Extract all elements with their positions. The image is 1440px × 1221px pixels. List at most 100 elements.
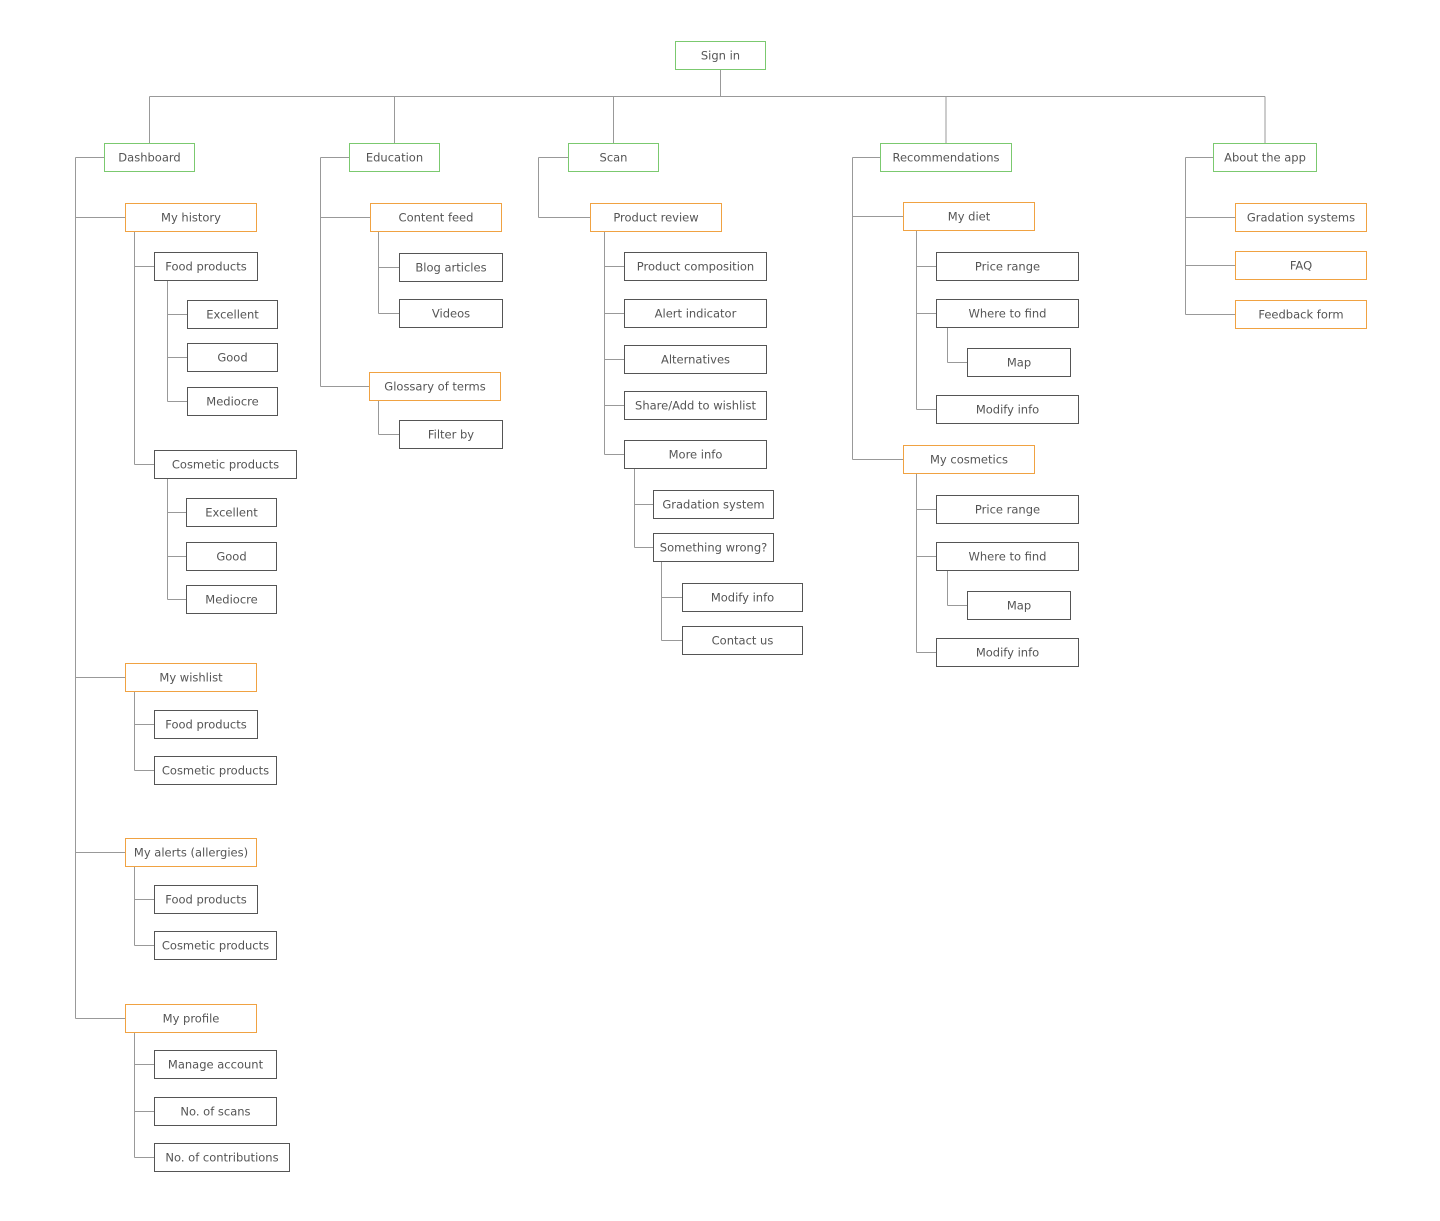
node-label: Content feed [399, 211, 474, 225]
node-feedback-form: Feedback form [1235, 300, 1367, 329]
node-cosmetic-products: Cosmetic products [154, 931, 277, 960]
node-box [682, 583, 803, 612]
node-videos: Videos [399, 299, 503, 328]
node-label: Cosmetic products [172, 458, 279, 472]
node-label: Excellent [205, 506, 258, 520]
node-label: FAQ [1290, 259, 1312, 273]
node-faq: FAQ [1235, 251, 1367, 280]
node-education: Education [349, 143, 440, 172]
node-product-composition: Product composition [624, 252, 767, 281]
node-good: Good [186, 542, 277, 571]
node-about-the-app: About the app [1213, 143, 1317, 172]
node-manage-account: Manage account [154, 1050, 277, 1079]
node-label: Food products [165, 260, 246, 274]
node-box [349, 143, 440, 172]
node-box [399, 420, 503, 449]
node-box [1235, 203, 1367, 232]
node-box [186, 542, 277, 571]
node-no-of-contributions: No. of contributions [154, 1143, 290, 1172]
node-my-diet: My diet [903, 202, 1035, 231]
node-label: Scan [600, 151, 628, 165]
node-label: Manage account [168, 1058, 264, 1072]
node-label: Price range [975, 260, 1040, 274]
node-box [186, 498, 277, 527]
node-box [125, 1004, 257, 1033]
node-box [154, 756, 277, 785]
node-my-wishlist: My wishlist [125, 663, 257, 692]
node-cosmetic-products: Cosmetic products [154, 450, 297, 479]
node-box [653, 533, 774, 562]
node-gradation-system: Gradation system [653, 490, 774, 519]
node-label: More info [669, 448, 723, 462]
node-label: Something wrong? [660, 541, 767, 555]
node-box [187, 387, 278, 416]
node-box [880, 143, 1012, 172]
node-my-cosmetics: My cosmetics [903, 445, 1035, 474]
node-food-products: Food products [154, 252, 258, 281]
node-scan: Scan [568, 143, 659, 172]
node-label: Cosmetic products [162, 939, 269, 953]
node-alternatives: Alternatives [624, 345, 767, 374]
node-label: Food products [165, 893, 246, 907]
node-good: Good [187, 343, 278, 372]
node-box [936, 638, 1079, 667]
node-box [399, 299, 503, 328]
node-box [154, 1097, 277, 1126]
node-modify-info: Modify info [682, 583, 803, 612]
node-label: Modify info [976, 646, 1039, 660]
node-box [624, 440, 767, 469]
node-box [1235, 300, 1367, 329]
node-label: Cosmetic products [162, 764, 269, 778]
node-mediocre: Mediocre [186, 585, 277, 614]
node-box [653, 490, 774, 519]
node-label: Where to find [969, 307, 1047, 321]
node-box [186, 585, 277, 614]
node-box [903, 202, 1035, 231]
node-glossary-of-terms: Glossary of terms [369, 372, 501, 401]
node-label: My diet [948, 210, 991, 224]
node-box [154, 885, 258, 914]
node-label: Mediocre [206, 395, 258, 409]
node-box [967, 591, 1071, 620]
node-box [187, 343, 278, 372]
node-filter-by: Filter by [399, 420, 503, 449]
node-box [125, 838, 257, 867]
node-box [154, 710, 258, 739]
node-recommendations: Recommendations [880, 143, 1012, 172]
node-my-alerts-allergies: My alerts (allergies) [125, 838, 257, 867]
node-gradation-systems: Gradation systems [1235, 203, 1367, 232]
node-box [590, 203, 722, 232]
node-box [370, 203, 502, 232]
node-dashboard: Dashboard [104, 143, 195, 172]
node-excellent: Excellent [187, 300, 278, 329]
node-box [624, 252, 767, 281]
node-mediocre: Mediocre [187, 387, 278, 416]
node-box [369, 372, 501, 401]
node-label: Glossary of terms [384, 380, 485, 394]
node-more-info: More info [624, 440, 767, 469]
node-price-range: Price range [936, 495, 1079, 524]
node-box [154, 450, 297, 479]
node-share-add-to-wishlist: Share/Add to wishlist [624, 391, 767, 420]
node-label: Modify info [976, 403, 1039, 417]
node-box [675, 41, 766, 70]
node-box [154, 1143, 290, 1172]
node-my-profile: My profile [125, 1004, 257, 1033]
node-cosmetic-products: Cosmetic products [154, 756, 277, 785]
node-modify-info: Modify info [936, 638, 1079, 667]
node-box [936, 395, 1079, 424]
node-label: Share/Add to wishlist [635, 399, 756, 413]
node-box [187, 300, 278, 329]
node-price-range: Price range [936, 252, 1079, 281]
node-box [104, 143, 195, 172]
node-label: Good [216, 550, 246, 564]
node-label: Food products [165, 718, 246, 732]
node-label: Feedback form [1258, 308, 1343, 322]
node-label: Modify info [711, 591, 774, 605]
node-box [682, 626, 803, 655]
node-map: Map [967, 591, 1071, 620]
node-label: Recommendations [892, 151, 999, 165]
node-box [936, 252, 1079, 281]
